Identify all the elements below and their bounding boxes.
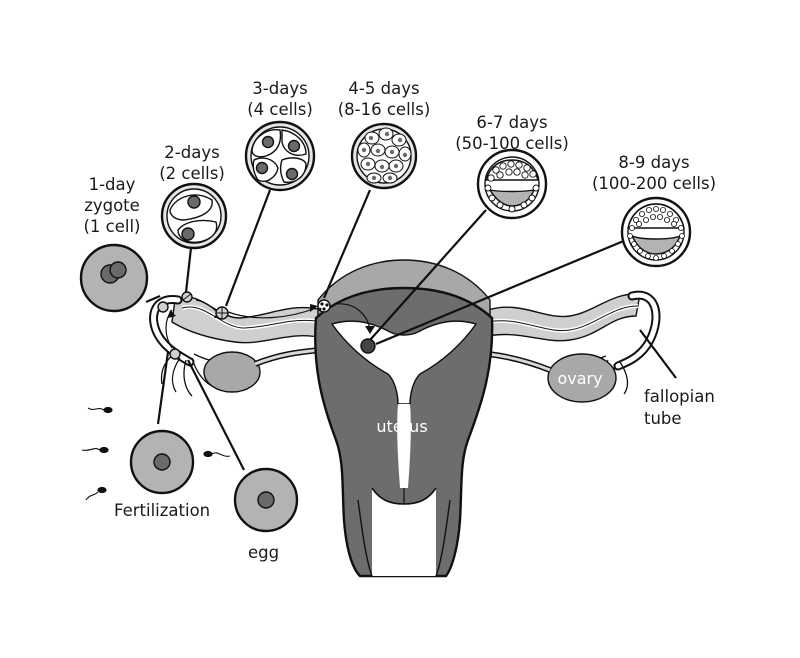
two-cell-embryo: [160, 182, 228, 250]
anatomy-labels: Fertilization egg uterus ovary fallopian…: [114, 369, 715, 562]
label-day3-line2: (4 cells): [247, 100, 313, 119]
fertilization-egg: [129, 429, 195, 495]
leader-fertilization: [156, 351, 170, 425]
stage-labels: 1-day zygote (1 cell) 2-days (2 cells) 3…: [83, 79, 716, 236]
right-ovary: [547, 353, 617, 403]
label-day2-line1: 2-days: [164, 143, 219, 162]
leader-day1: [145, 294, 161, 304]
label-day67-line1: 6-7 days: [476, 113, 547, 132]
zygote-cell: [79, 243, 149, 313]
early-blastocyst: [476, 148, 548, 220]
label-day3-line1: 3-days: [252, 79, 307, 98]
label-egg: egg: [248, 543, 279, 562]
leader-fallopian-tube: [639, 329, 677, 379]
late-blastocyst: [620, 196, 692, 268]
label-ovary: ovary: [557, 369, 602, 388]
label-day89-line2: (100-200 cells): [592, 174, 716, 193]
label-fallopian-line1: fallopian: [644, 387, 715, 406]
path-cells: [157, 291, 376, 360]
leader-day3: [224, 189, 272, 307]
label-day45-line2: (8-16 cells): [338, 100, 431, 119]
label-fertilization: Fertilization: [114, 501, 210, 520]
egg-cell: [233, 467, 299, 533]
label-day1-line2: zygote: [84, 196, 140, 215]
morula-embryo: [350, 122, 418, 190]
four-cell-embryo: [244, 120, 316, 192]
leader-day89: [375, 238, 627, 346]
leader-day45: [322, 189, 372, 299]
right-fallopian-tube: [487, 293, 641, 342]
label-day2-line2: (2 cells): [159, 164, 225, 183]
implanted-blastocyst: [360, 338, 376, 354]
label-day1-line3: (1 cell): [83, 217, 140, 236]
label-uterus: uterus: [376, 417, 427, 436]
label-day1-line1: 1-day: [89, 175, 136, 194]
left-ovary: [203, 351, 261, 393]
cervical-canal: [397, 404, 411, 488]
leader-lines: [145, 189, 677, 471]
label-fallopian-line2: tube: [644, 409, 682, 428]
leader-day2: [184, 247, 193, 293]
label-day67-line2: (50-100 cells): [455, 134, 569, 153]
label-day45-line1: 4-5 days: [348, 79, 419, 98]
leader-day67: [369, 209, 487, 341]
sperm-cells: [81, 406, 231, 501]
leader-egg: [187, 359, 245, 471]
label-day89-line1: 8-9 days: [618, 153, 689, 172]
